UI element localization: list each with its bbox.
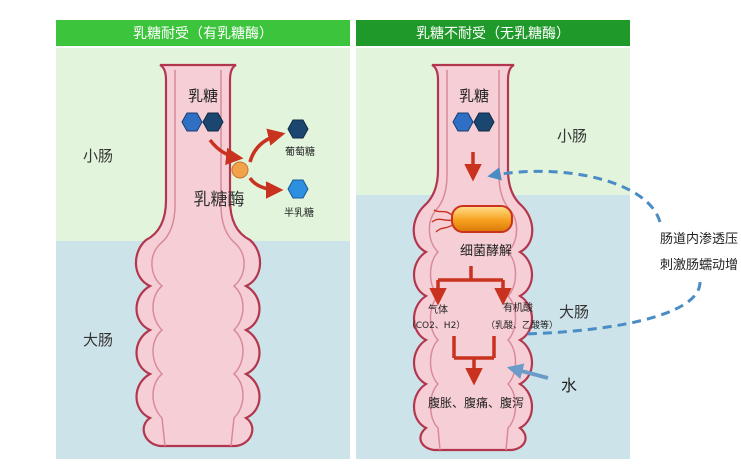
side-note-line-2: 刺激肠蠕动增 (660, 258, 738, 273)
left-tube-inner-right (220, 70, 245, 447)
lactase-enzyme-icon (231, 161, 249, 179)
right-intestine-tube (412, 63, 534, 452)
left-large-intestine-label: 大肠 (83, 331, 113, 349)
left-panel: 乳糖耐受（有乳糖酶） 小肠 大肠 乳糖 乳糖酶 葡萄糖 半乳糖 (56, 20, 350, 459)
symptoms-label: 腹胀、腹痛、腹泻 (428, 395, 524, 410)
galactose-arrow (248, 176, 284, 199)
water-arrow (506, 363, 549, 380)
glucose-arrow (248, 128, 286, 163)
right-header-bar (356, 20, 630, 46)
left-header-bar (56, 20, 350, 46)
left-tube-inner-left (151, 70, 176, 447)
acid-label: 有机酸 (503, 301, 533, 314)
right-lactose-hexagon-2 (473, 112, 495, 132)
left-lactose-hexagon-1 (181, 112, 203, 132)
bacteria-icon (451, 205, 513, 233)
left-lactose-hexagon-2 (202, 112, 224, 132)
left-breakdown-arrow (208, 138, 244, 166)
dashed-arrow-from-large-intestine (523, 281, 702, 336)
fermentation-label: 细菌酵解 (460, 244, 512, 259)
right-header-title: 乳糖不耐受（无乳糖酶） (416, 26, 570, 42)
right-lactose-hexagon-1 (452, 112, 474, 132)
glucose-hexagon-icon (287, 119, 309, 139)
galactose-label: 半乳糖 (284, 206, 314, 219)
left-enzyme-label: 乳糖酶 (194, 190, 245, 210)
side-note-line-1: 肠道内渗透压 (660, 231, 738, 247)
right-small-intestine-label: 小肠 (557, 127, 587, 145)
acid-detail: （乳酸、乙酸等） (486, 319, 558, 331)
osmotic-loop (487, 167, 702, 336)
left-header-title: 乳糖耐受（有乳糖酶） (133, 26, 273, 42)
right-large-intestine-label: 大肠 (559, 303, 589, 321)
left-small-intestine-label: 小肠 (83, 147, 113, 165)
left-lactose-label: 乳糖 (188, 87, 218, 105)
galactose-hexagon-icon (287, 179, 309, 199)
gas-detail: （CO2、H2） (407, 320, 466, 331)
dashed-arrow-to-small-intestine (487, 167, 662, 223)
right-panel: 乳糖不耐受（无乳糖酶） 小肠 大肠 乳糖 细菌酵解 气体 （CO2、H2） 有机… (356, 20, 630, 459)
symptom-merge-arrow (452, 336, 496, 376)
right-lactose-label: 乳糖 (459, 87, 489, 105)
gas-label: 气体 (428, 303, 448, 316)
glucose-label: 葡萄糖 (285, 145, 315, 158)
fermentation-split-arrow (436, 266, 505, 296)
water-label: 水 (561, 376, 577, 395)
